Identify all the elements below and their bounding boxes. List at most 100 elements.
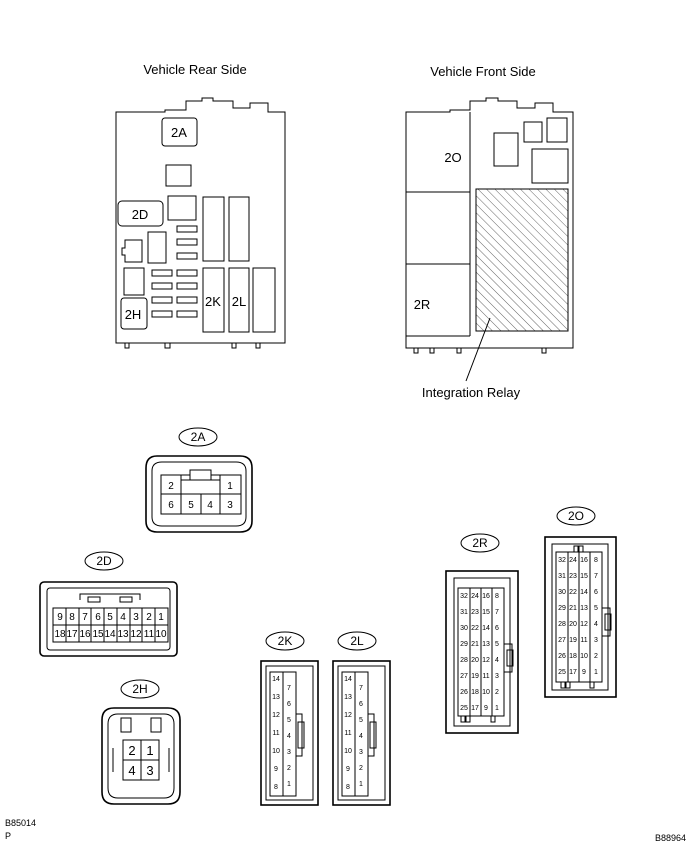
connector-2K-pins: 14 13 12 11 10 9 8 7 6 5 4 3 2 1 [272,676,291,791]
pin-2R-20: 20 [471,657,479,664]
pin-2K-10: 10 [272,748,280,755]
pin-2O-32: 32 [558,557,566,564]
connector-2A [145,455,253,533]
connector-tag-2A [178,427,218,447]
connector-tag-2O-label: 2O [568,509,584,523]
pin-2R-31: 31 [460,609,468,616]
pin-2R-12: 12 [482,657,490,664]
pin-2L-14: 14 [344,676,352,683]
pin-2L-7: 7 [359,685,363,692]
pin-2O-7: 7 [594,573,598,580]
figure-code: B88964 [655,833,686,843]
pin-2R-15: 15 [482,609,490,616]
pin-2O-6: 6 [594,589,598,596]
pin-2O-28: 28 [558,621,566,628]
pin-2O-31: 31 [558,573,566,580]
pin-2R-1: 1 [495,705,499,712]
pin-2A-3: 3 [227,500,233,511]
pin-2D-13: 13 [117,629,129,640]
pin-2A-4: 4 [207,500,213,511]
pin-2R-32: 32 [460,593,468,600]
pin-2O-13: 13 [580,605,588,612]
pin-2R-13: 13 [482,641,490,648]
pin-2K-9: 9 [274,766,278,773]
connector-2K [260,660,319,806]
pin-2R-9: 9 [484,705,488,712]
pin-2L-12: 12 [344,712,352,719]
pin-2L-13: 13 [344,694,352,701]
pin-2O-18: 18 [569,653,577,660]
pin-2O-22: 22 [569,589,577,596]
pin-2R-7: 7 [495,609,499,616]
block-label-2R: 2R [414,297,431,312]
pin-2D-5: 5 [107,612,113,623]
pin-2O-8: 8 [594,557,598,564]
pin-2R-2: 2 [495,689,499,696]
pin-2D-7: 7 [82,612,88,623]
pin-2H-1: 1 [146,743,153,758]
pin-2O-21: 21 [569,605,577,612]
pin-2R-5: 5 [495,641,499,648]
pin-2O-29: 29 [558,605,566,612]
block-label-2D: 2D [132,207,149,222]
connector-tag-2D [84,551,124,571]
pin-2O-24: 24 [569,557,577,564]
connector-2A-pins: 2 1 6 5 4 3 [168,481,233,511]
pin-2O-5: 5 [594,605,598,612]
pin-2L-3: 3 [359,749,363,756]
pin-2K-5: 5 [287,717,291,724]
block-label-2A: 2A [171,125,187,140]
doc-letter: P [5,831,11,841]
pin-2O-27: 27 [558,637,566,644]
block-label-2H: 2H [125,307,142,322]
connector-tag-2O [556,506,596,526]
pin-2L-11: 11 [344,730,351,737]
pin-2R-4: 4 [495,657,499,664]
pin-2K-13: 13 [272,694,280,701]
pin-2D-6: 6 [95,612,101,623]
pin-2R-29: 29 [460,641,468,648]
pin-2O-17: 17 [569,669,577,676]
pin-2R-16: 16 [482,593,490,600]
pin-2K-6: 6 [287,701,291,708]
pin-2O-23: 23 [569,573,577,580]
doc-code: B85014 [5,818,36,828]
pin-2K-7: 7 [287,685,291,692]
connector-2O [544,536,617,698]
pin-2O-10: 10 [580,653,588,660]
pin-2A-6: 6 [168,500,174,511]
pin-2K-2: 2 [287,765,291,772]
pin-2R-28: 28 [460,657,468,664]
front-side-heading: Vehicle Front Side [430,64,536,79]
connector-tag-2H-label: 2H [132,682,147,696]
pin-2D-14: 14 [104,629,116,640]
connector-tag-2R [460,533,500,553]
pin-2R-19: 19 [471,673,479,680]
connector-tag-2R-label: 2R [472,536,488,550]
pin-2D-17: 17 [66,629,78,640]
pin-2R-11: 11 [482,673,489,680]
pin-2O-1: 1 [594,669,598,676]
block-label-2K: 2K [205,294,221,309]
pin-2D-15: 15 [92,629,104,640]
pin-2R-3: 3 [495,673,499,680]
connector-2H-pins: 2 1 4 3 [128,743,153,778]
connector-tag-2K [265,631,305,651]
pin-2O-2: 2 [594,653,598,660]
pin-2A-5: 5 [188,500,194,511]
pin-2O-9: 9 [582,669,586,676]
connector-2O-pins: 32 24 31 23 30 22 29 21 28 20 27 19 26 1… [558,557,598,676]
connector-2R-pins: 32 24 31 23 30 22 29 21 28 20 27 19 26 1… [460,593,499,712]
pin-2O-11: 11 [580,637,587,644]
pin-2A-1: 1 [227,481,233,492]
pin-2H-3: 3 [146,763,153,778]
connector-2D-pins: 9 8 7 6 5 4 3 2 1 18 17 16 15 14 13 12 1… [54,612,167,640]
pin-2A-2: 2 [168,481,174,492]
pin-2O-20: 20 [569,621,577,628]
pin-2L-2: 2 [359,765,363,772]
pin-2O-25: 25 [558,669,566,676]
pin-2D-16: 16 [79,629,91,640]
pin-2H-2: 2 [128,743,135,758]
integration-relay-label: Integration Relay [422,385,521,400]
connector-2H [101,707,181,805]
